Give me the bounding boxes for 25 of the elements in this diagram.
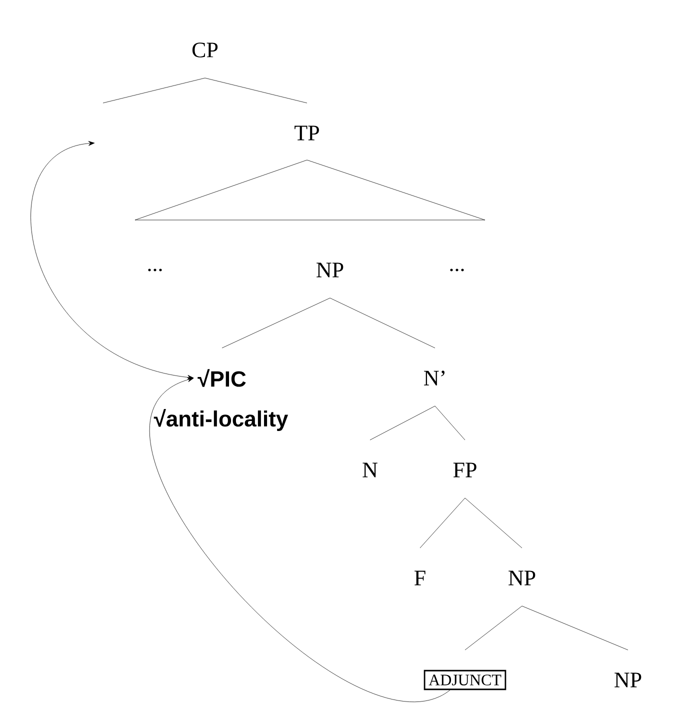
tree-branch — [330, 298, 436, 348]
tree-label: NP — [614, 672, 642, 688]
boxed-label: ADJUNCT — [424, 670, 506, 690]
tree-label: √PIC — [198, 369, 246, 387]
tree-label: ... — [450, 268, 464, 272]
tree-branch — [420, 498, 466, 548]
tree-branch — [464, 498, 522, 548]
tree-branch — [464, 606, 522, 650]
tree-branch — [204, 78, 308, 104]
tree-label: NP — [508, 570, 536, 586]
tree-branch — [102, 78, 206, 104]
tree-branch — [370, 406, 436, 440]
tree-label: CP — [192, 42, 218, 58]
annotation-label: √anti-locality — [154, 409, 288, 431]
tree-label: TP — [294, 126, 319, 140]
tree-branch — [434, 406, 466, 440]
tree-label: FP — [453, 462, 476, 478]
tree-label: F — [414, 570, 426, 586]
tree-branch — [222, 298, 330, 348]
tree-label: ... — [148, 268, 162, 272]
tree-label: N’ — [424, 370, 444, 386]
movement-arrow — [31, 141, 194, 380]
tree-label: NP — [316, 262, 344, 278]
tree-branch — [522, 606, 628, 650]
tree-label: N — [362, 462, 378, 478]
